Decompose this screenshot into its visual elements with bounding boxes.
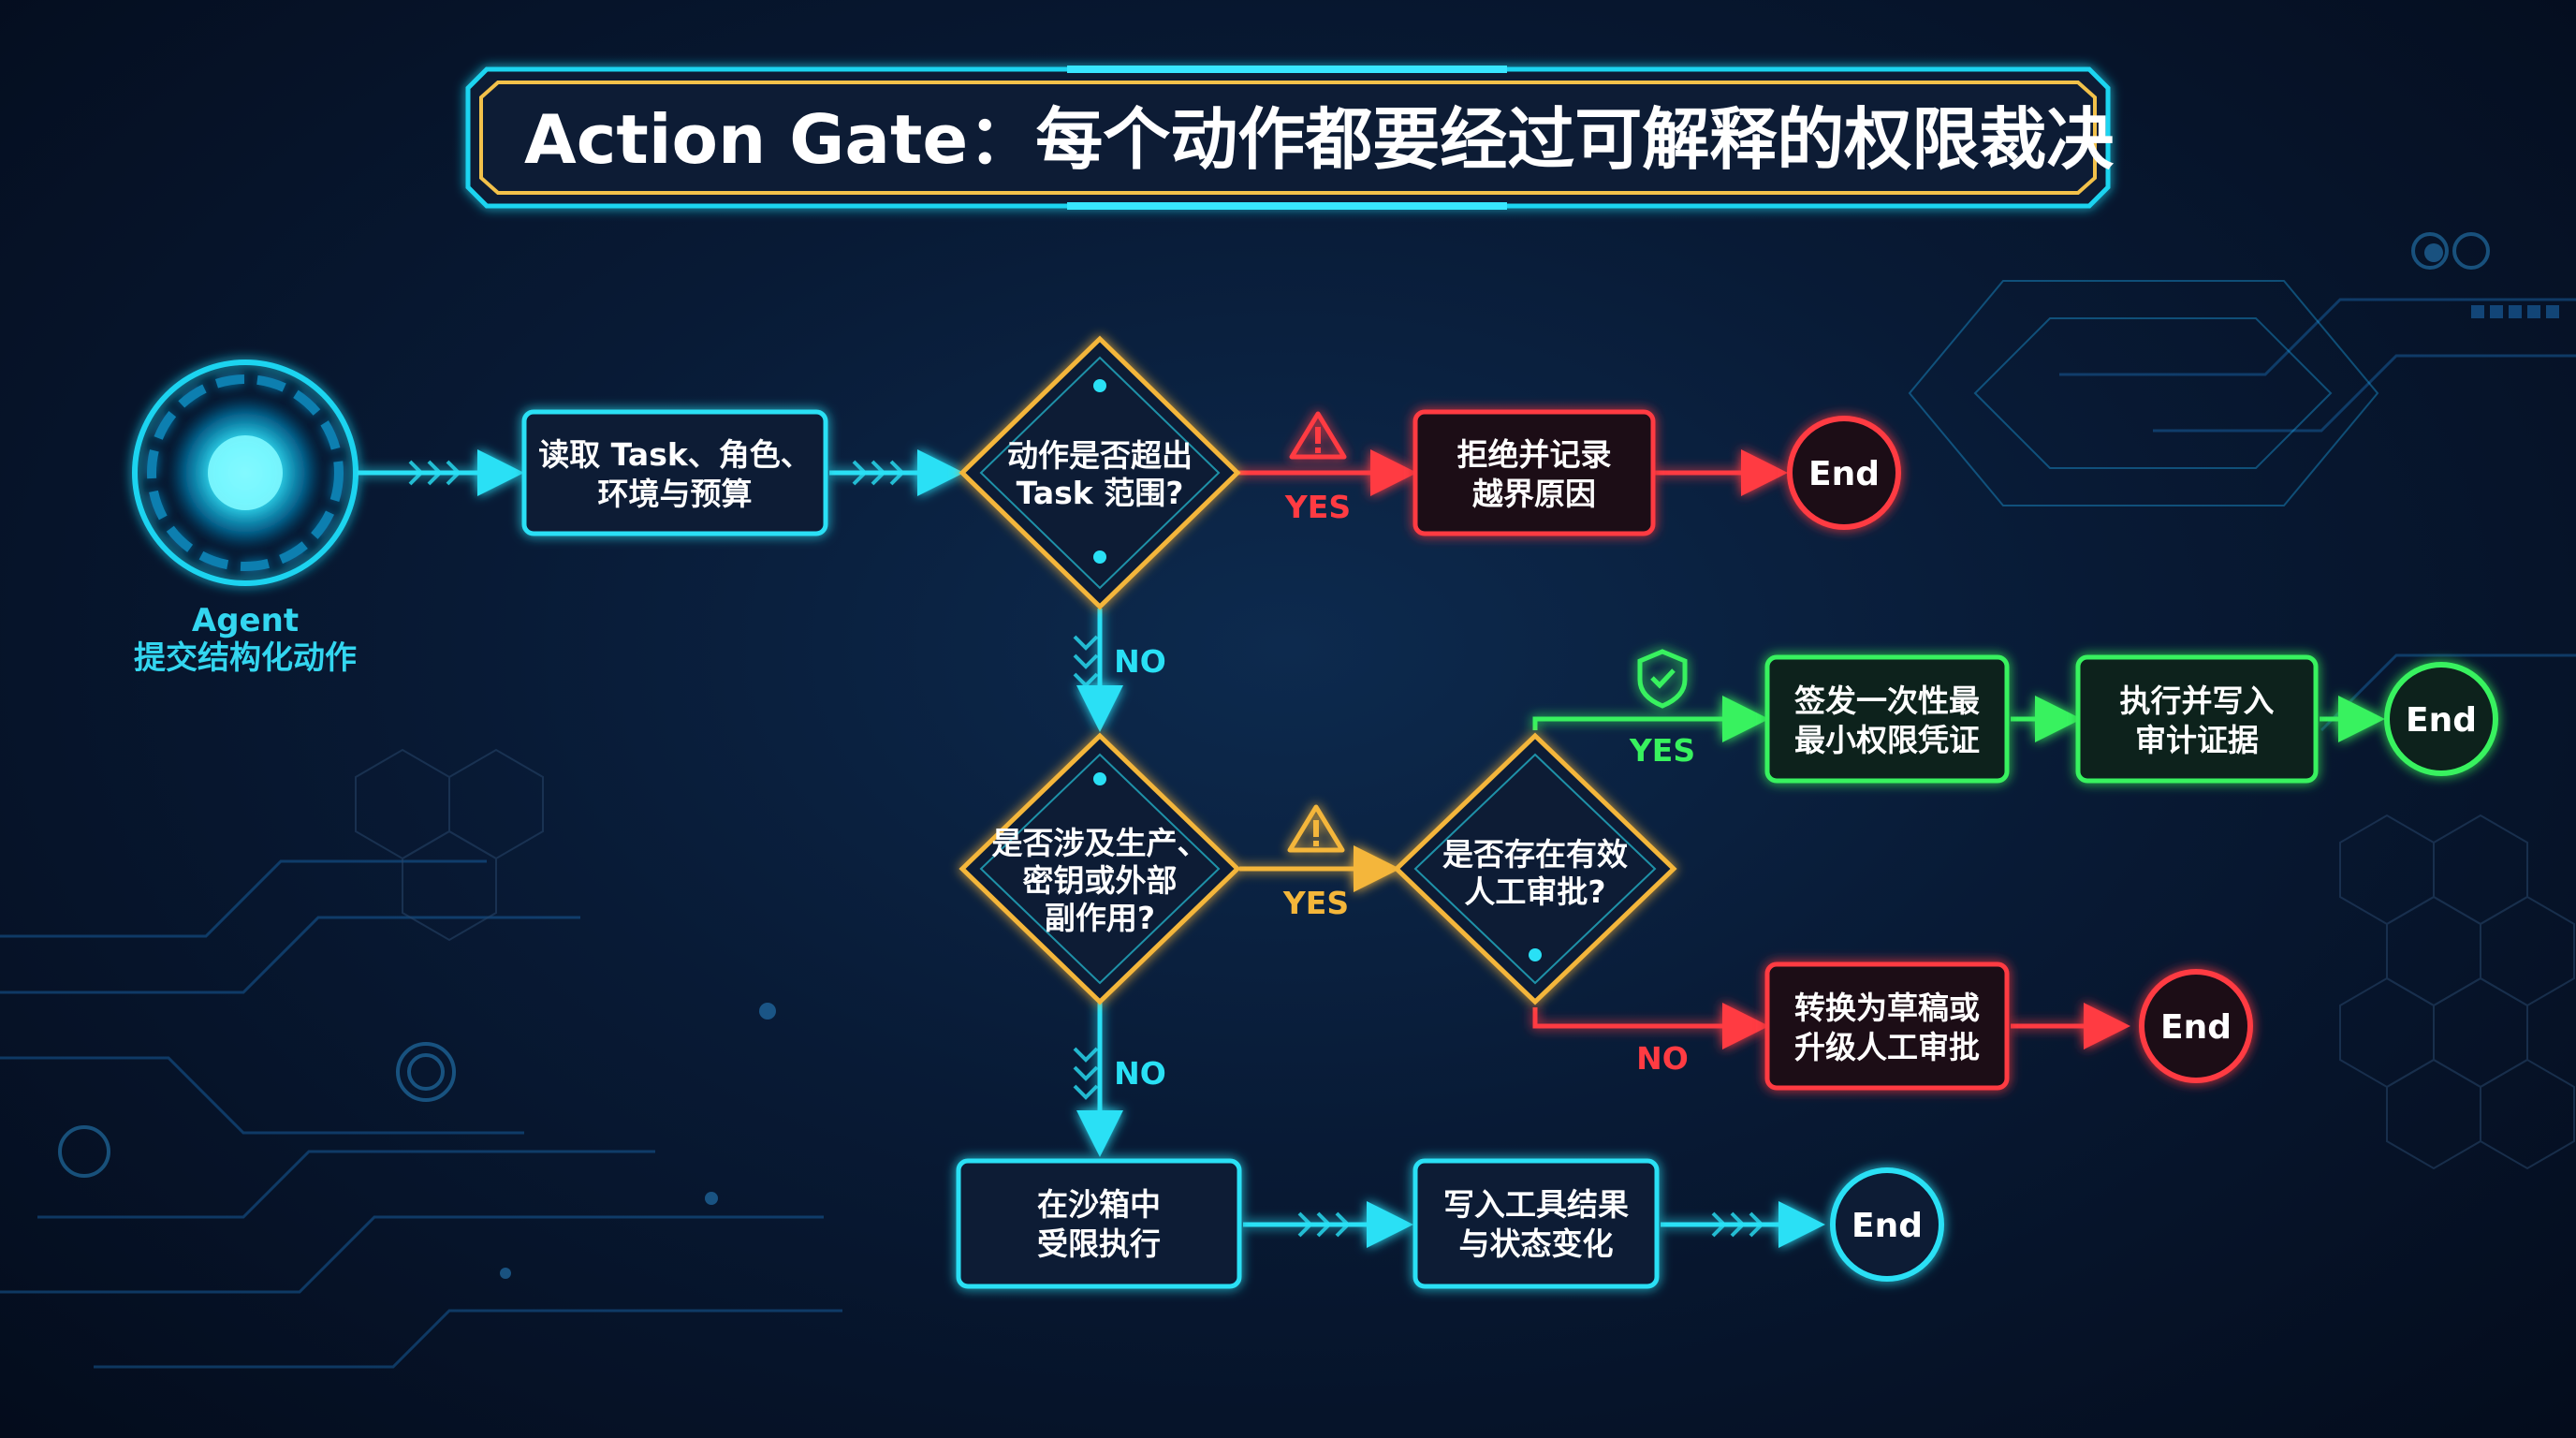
process-draft: 转换为草稿或 升级人工审批 [1764,961,2010,1091]
svg-text:是否涉及生产、: 是否涉及生产、 [992,825,1208,861]
process-credential: 签发一次性最 最小权限凭证 [1764,654,2010,784]
svg-text:End: End [1808,455,1880,493]
svg-text:越界原因: 越界原因 [1472,476,1596,512]
label-scope-no: NO [1114,643,1166,680]
warning-triangle-icon [1289,411,1347,460]
end-node-draft: End [2139,969,2253,1083]
process-sandbox: 在沙箱中 受限执行 [956,1158,1242,1289]
svg-text:升级人工审批: 升级人工审批 [1794,1029,1980,1065]
label-side-yes: YES [1282,885,1349,921]
label-side-no: NO [1114,1055,1166,1092]
svg-text:人工审批?: 人工审批? [1464,873,1605,910]
agent-caption: 提交结构化动作 [134,639,357,677]
process-write-result: 写入工具结果 与状态变化 [1412,1158,1660,1289]
arrow-approval-yes [1532,696,1769,742]
svg-text:环境与预算: 环境与预算 [598,476,753,512]
svg-text:拒绝并记录: 拒绝并记录 [1457,436,1612,473]
svg-text:审计证据: 审计证据 [2135,722,2259,758]
warning-triangle-icon [1287,804,1345,853]
end-node-write: End [1830,1167,1944,1282]
decision-approval: 是否存在有效 人工审批? [1393,732,1677,1005]
svg-text:副作用?: 副作用? [1045,900,1155,936]
svg-text:读取 Task、角色、: 读取 Task、角色、 [538,436,812,473]
svg-text:End: End [2406,701,2477,740]
svg-text:转换为草稿或: 转换为草稿或 [1794,990,1980,1026]
process-reject: 拒绝并记录 越界原因 [1412,409,1656,536]
decision-task-scope: 动作是否超出 Task 范围? [959,335,1241,610]
shield-check-icon [1637,649,1688,709]
svg-text:Task 范围?: Task 范围? [1017,475,1184,511]
svg-text:在沙箱中: 在沙箱中 [1037,1186,1161,1223]
svg-text:与状态变化: 与状态变化 [1459,1225,1614,1262]
svg-text:最小权限凭证: 最小权限凭证 [1794,722,1980,758]
svg-text:写入工具结果: 写入工具结果 [1443,1186,1629,1223]
svg-text:是否存在有效: 是否存在有效 [1442,836,1628,873]
svg-text:受限执行: 受限执行 [1037,1225,1161,1262]
label-approval-yes: YES [1629,732,1695,769]
label-scope-yes: YES [1284,489,1351,525]
process-execute-write: 执行并写入 审计证据 [2075,654,2319,784]
decision-side-effect: 是否涉及生产、 密钥或外部 副作用? [959,732,1241,1005]
end-node-execute: End [2384,662,2498,776]
arrow-approval-no [1532,1003,1769,1049]
svg-text:End: End [2160,1008,2232,1047]
label-approval-no: NO [1636,1040,1689,1077]
connectors [358,449,2385,1248]
svg-text:End: End [1852,1207,1923,1245]
process-read-context: 读取 Task、角色、 环境与预算 [521,409,828,536]
agent-node [132,360,359,586]
page-title: Action Gate：每个动作都要经过可解释的权限裁决 [524,100,2114,179]
end-node-reject: End [1787,416,1901,530]
svg-text:签发一次性最: 签发一次性最 [1794,682,1980,719]
title-banner: Action Gate：每个动作都要经过可解释的权限裁决 [465,66,2114,210]
svg-text:密钥或外部: 密钥或外部 [1023,862,1178,899]
agent-name: Agent [192,602,299,639]
svg-text:动作是否超出: 动作是否超出 [1007,437,1193,474]
svg-text:执行并写入: 执行并写入 [2120,682,2275,719]
